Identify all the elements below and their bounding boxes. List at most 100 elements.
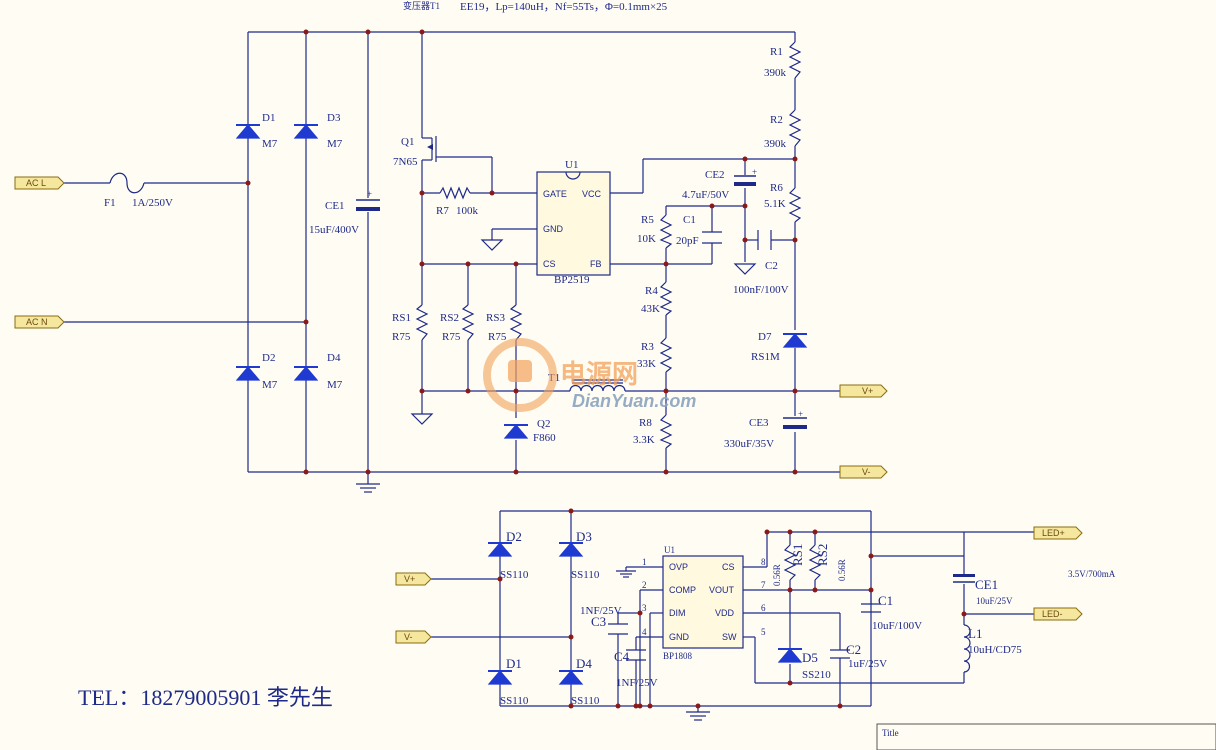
inductor-b-l1: L1 10uH/CD75	[963, 624, 1022, 673]
svg-text:RS1M: RS1M	[751, 351, 780, 363]
svg-text:D7: D7	[758, 331, 772, 343]
svg-text:SS110: SS110	[571, 569, 600, 581]
resistor-r1: R1 390k	[764, 41, 802, 79]
svg-text:Q2: Q2	[537, 418, 550, 430]
capacitor-b-c1: C1 10uF/100V	[861, 593, 922, 632]
svg-text:M7: M7	[327, 138, 343, 150]
svg-text:SS110: SS110	[500, 695, 529, 707]
svg-text:D5: D5	[802, 650, 818, 665]
svg-text:SS210: SS210	[802, 669, 831, 681]
svg-text:SS110: SS110	[500, 569, 529, 581]
capacitor-c1: C1 20pF	[676, 214, 722, 247]
svg-text:COMP: COMP	[669, 585, 696, 595]
bottom-junctions	[497, 508, 967, 709]
svg-text:LED+: LED+	[1042, 528, 1065, 538]
ac-n-port: AC N	[14, 315, 65, 329]
svg-text:8: 8	[761, 557, 766, 567]
svg-text:L1: L1	[968, 626, 982, 641]
capacitor-b-ce1: CE1 10uF/25V	[953, 574, 1013, 606]
ac-l-port: AC L	[14, 176, 65, 190]
svg-text:RS1: RS1	[392, 312, 411, 324]
resistor-r8: R8 3.3K	[633, 414, 673, 449]
svg-text:0.56R: 0.56R	[837, 559, 847, 581]
svg-text:R75: R75	[392, 331, 411, 343]
diode-b-d4: D4 SS110	[558, 656, 600, 707]
capacitor-b-c3: 1NF/25V C3	[580, 605, 628, 635]
resistor-rs2: RS2 R75	[440, 304, 475, 343]
svg-text:5: 5	[761, 627, 766, 637]
resistor-b-rs1: RS1 0.56R	[772, 544, 805, 586]
capacitor-ce3: + CE3 330uF/35V	[724, 409, 807, 450]
svg-text:V+: V+	[862, 386, 873, 396]
svg-text:CE1: CE1	[325, 200, 345, 212]
svg-text:LED-: LED-	[1042, 609, 1063, 619]
svg-text:D4: D4	[576, 656, 592, 671]
svg-text:4.7uF/50V: 4.7uF/50V	[682, 189, 729, 201]
ground-u1	[480, 239, 504, 251]
svg-text:BP1808: BP1808	[663, 651, 693, 661]
resistor-rs1: RS1 R75	[392, 304, 429, 343]
resistor-r5: R5 10K	[637, 214, 673, 249]
svg-text:电源网: 电源网	[560, 359, 638, 389]
svg-text:6: 6	[761, 603, 766, 613]
svg-text:R1: R1	[770, 46, 783, 58]
svg-text:R3: R3	[641, 341, 654, 353]
svg-text:M7: M7	[262, 379, 278, 391]
svg-text:AC N: AC N	[26, 317, 48, 327]
svg-text:M7: M7	[327, 379, 343, 391]
svg-text:F1: F1	[104, 197, 116, 209]
svg-text:SW: SW	[722, 632, 737, 642]
svg-text:D2: D2	[262, 352, 275, 364]
svg-text:R2: R2	[770, 114, 783, 126]
svg-text:390k: 390k	[764, 138, 787, 150]
svg-text:F860: F860	[533, 432, 556, 444]
ground-bottom	[686, 711, 710, 721]
led-minus-port: LED-	[1033, 607, 1083, 621]
ground-ovp	[616, 570, 636, 578]
svg-text:R4: R4	[645, 285, 658, 297]
diode-b-d5: D5 SS210	[777, 648, 831, 681]
svg-text:GND: GND	[669, 632, 690, 642]
svg-text:100nF/100V: 100nF/100V	[733, 284, 789, 296]
v-minus-port: V-	[839, 465, 888, 479]
svg-text:GATE: GATE	[543, 189, 567, 199]
svg-text:7: 7	[761, 580, 766, 590]
svg-text:CS: CS	[543, 259, 556, 269]
svg-text:C3: C3	[591, 614, 606, 629]
svg-text:+: +	[367, 189, 372, 199]
svg-text:D2: D2	[506, 529, 522, 544]
svg-text:33K: 33K	[637, 358, 656, 370]
resistor-rs3: RS3 R75	[486, 304, 523, 343]
svg-text:1A/250V: 1A/250V	[132, 197, 173, 209]
svg-text:R75: R75	[488, 331, 507, 343]
transformer-label: 变压器T1	[403, 0, 440, 11]
svg-text:DianYuan.com: DianYuan.com	[572, 391, 696, 411]
svg-text:V-: V-	[404, 632, 413, 642]
svg-text:R7: R7	[436, 205, 449, 217]
svg-text:1NF/25V: 1NF/25V	[580, 605, 622, 617]
svg-text:VOUT: VOUT	[709, 585, 735, 595]
svg-text:CS: CS	[722, 562, 735, 572]
svg-text:M7: M7	[262, 138, 278, 150]
ic-b-u1-bp1808: U1 BP1808 OVP COMP DIM GND CS VOUT VDD S…	[642, 545, 766, 661]
v-plus-port: V+	[839, 384, 888, 398]
svg-text:R75: R75	[442, 331, 461, 343]
svg-text:DIM: DIM	[669, 608, 686, 618]
resistor-r3: R3 33K	[637, 337, 673, 373]
svg-text:RS2: RS2	[815, 544, 830, 566]
svg-text:U1: U1	[664, 545, 675, 555]
svg-text:AC L: AC L	[26, 178, 46, 188]
svg-text:Title: Title	[882, 728, 899, 738]
diode-b-d3: D3 SS110	[558, 529, 600, 581]
title-block: Title	[876, 723, 1216, 750]
svg-text:1NF/25V: 1NF/25V	[616, 677, 658, 689]
diode-d4: D4 M7	[293, 352, 343, 391]
svg-text:OVP: OVP	[669, 562, 688, 572]
svg-text:R8: R8	[639, 417, 652, 429]
svg-text:20pF: 20pF	[676, 235, 699, 247]
svg-text:4: 4	[642, 627, 647, 637]
svg-text:43K: 43K	[641, 303, 660, 315]
top-junctions	[245, 29, 798, 475]
ground-main	[356, 483, 380, 493]
